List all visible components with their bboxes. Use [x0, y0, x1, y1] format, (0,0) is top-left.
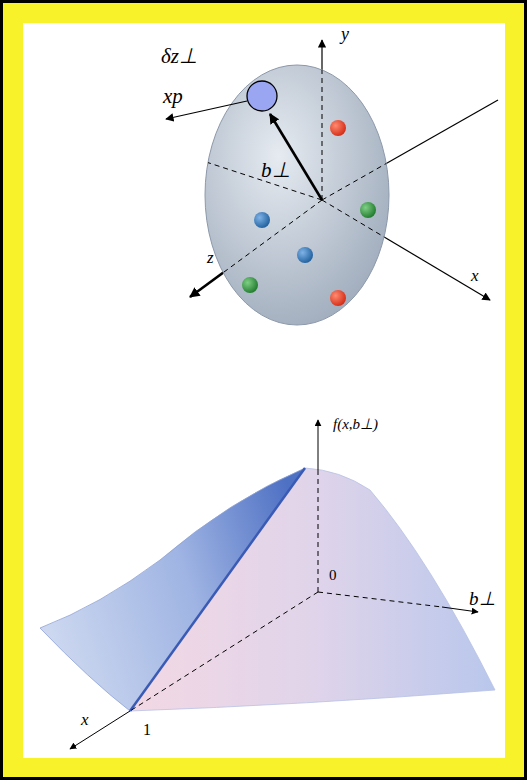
- axis-label: b⊥: [469, 589, 496, 610]
- quark-dots: [242, 120, 376, 306]
- axis-label: x: [471, 267, 479, 286]
- spot-size-label: δz⊥: [161, 45, 197, 68]
- b-perp-arrow: [270, 114, 322, 200]
- axes-inside: [190, 40, 498, 300]
- probe-spot: [247, 81, 277, 111]
- gpd-surface: [40, 468, 495, 711]
- momentum-label: xp: [163, 85, 183, 108]
- axis-label: z: [207, 249, 214, 268]
- illustration: [3, 3, 524, 777]
- label-layer: y δz⊥ xp b⊥ z x f(x,b⊥) 0 b⊥ x 1: [3, 3, 527, 780]
- origin-label: 0: [329, 567, 337, 584]
- tick-label: 1: [143, 721, 151, 739]
- impact-parameter-label: b⊥: [261, 159, 290, 182]
- axes-bottom: [70, 420, 478, 749]
- axis-label: y: [341, 25, 349, 45]
- function-label: f(x,b⊥): [333, 416, 378, 433]
- axis-label: x: [81, 711, 89, 730]
